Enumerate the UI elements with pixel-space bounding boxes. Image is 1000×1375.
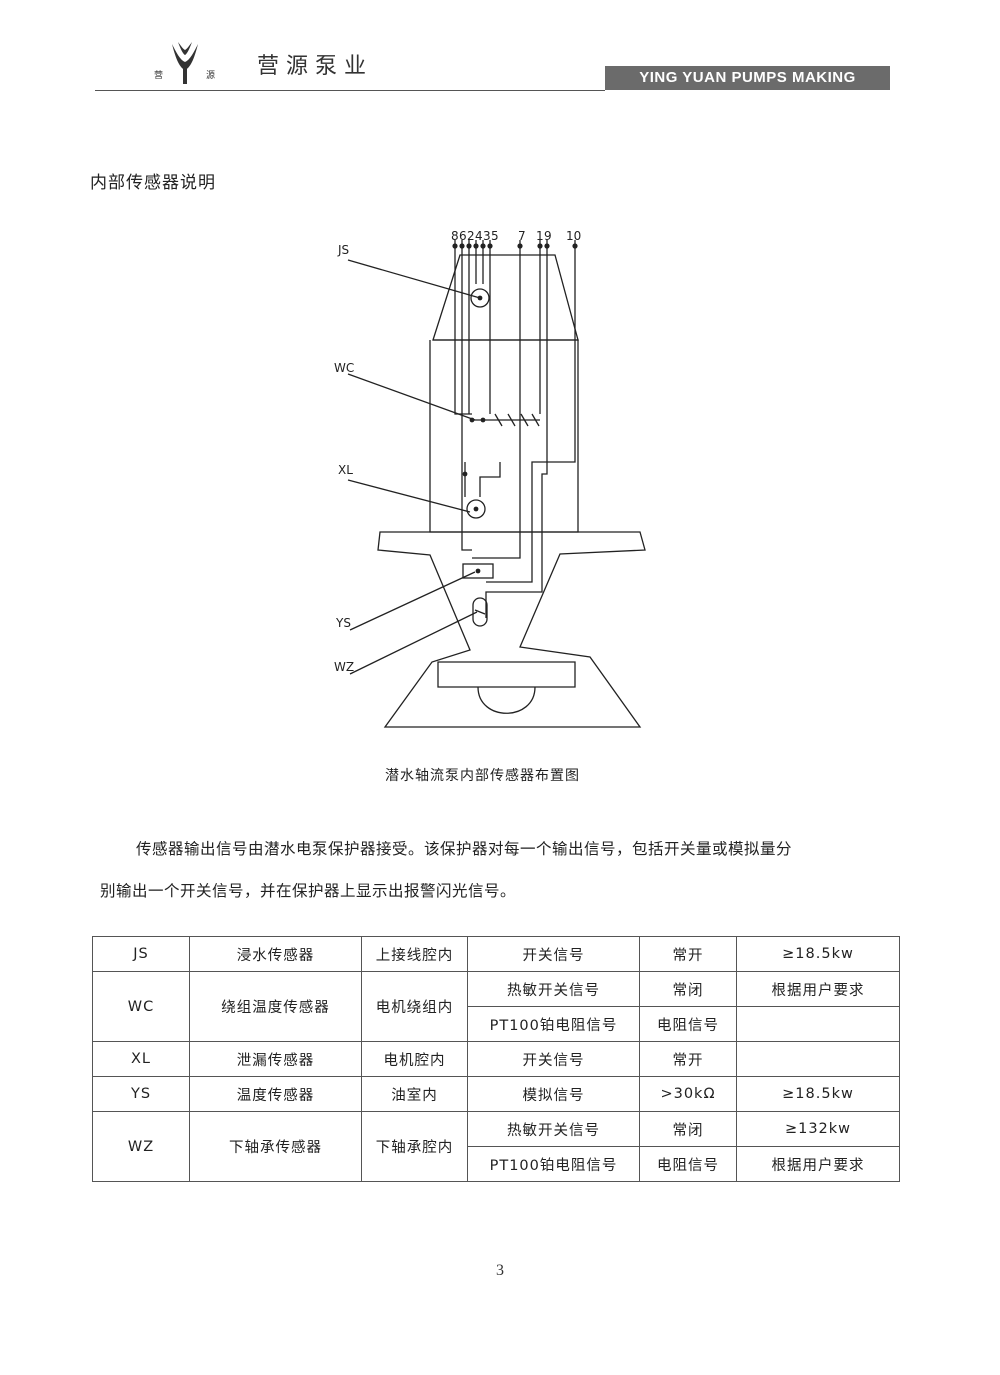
sensor-location: 电机腔内	[361, 1041, 468, 1077]
sensor-location: 油室内	[361, 1076, 468, 1112]
pin-label: 6	[459, 229, 467, 243]
sensor-location: 电机绕组内	[361, 971, 468, 1042]
table-row: XL 泄漏传感器 电机腔内 开关信号 常开	[92, 1041, 900, 1077]
sensor-name: 下轴承传感器	[189, 1111, 362, 1182]
description-line-2: 别输出一个开关信号，并在保护器上显示出报警闪光信号。	[100, 882, 517, 900]
signal-state: 常开	[639, 936, 737, 972]
table-row: WZ 下轴承传感器 下轴承腔内 热敏开关信号 常闭 ≥132kw	[92, 1111, 900, 1182]
brand-name-cn: 营源泵业	[257, 54, 374, 79]
table-row: WC 绕组温度传感器 电机绕组内 热敏开关信号 常闭 根据用户要求	[92, 971, 900, 1042]
signal-state: 常开	[639, 1041, 737, 1077]
pin-label: 7	[518, 229, 526, 243]
power-range	[736, 1006, 900, 1042]
power-range: 根据用户要求	[736, 1146, 900, 1182]
company-logo: 营 源	[150, 38, 220, 86]
sensor-label-xl: XL	[338, 463, 353, 477]
pin-label: 2	[467, 229, 475, 243]
signal-type: PT100铂电阻信号	[467, 1146, 640, 1182]
sensor-code: JS	[92, 936, 190, 972]
pump-sensor-diagram: 8 6 2 4 3 5 7 1 9 10 JS WC XL YS WZ	[334, 229, 646, 728]
sensor-label-wc: WC	[334, 361, 354, 375]
power-range: ≥132kw	[736, 1111, 900, 1147]
signal-state: >30kΩ	[639, 1076, 737, 1112]
signal-type: 开关信号	[467, 936, 640, 972]
hub-outline	[477, 686, 536, 714]
section-title: 内部传感器说明	[90, 173, 216, 193]
brand-name-en: YING YUAN PUMPS MAKING	[605, 66, 890, 90]
signal-type: 模拟信号	[467, 1076, 640, 1112]
table-row: YS 温度传感器 油室内 模拟信号 >30kΩ ≥18.5kw	[92, 1076, 900, 1112]
sensor-name: 浸水传感器	[189, 936, 362, 972]
impeller-outline	[437, 661, 576, 688]
sensor-table: JS 浸水传感器 上接线腔内 开关信号 常开 ≥18.5kw WC 绕组温度传感…	[92, 936, 900, 1182]
power-range: ≥18.5kw	[736, 936, 900, 972]
power-range	[736, 1041, 900, 1077]
power-range: 根据用户要求	[736, 971, 900, 1007]
signal-state: 常闭	[639, 1111, 737, 1147]
pump-housing-outline	[377, 531, 646, 728]
signal-type: PT100铂电阻信号	[467, 1006, 640, 1042]
page-number: 3	[496, 1262, 504, 1279]
sensor-code: WZ	[92, 1111, 190, 1182]
motor-body-outline	[429, 339, 579, 533]
sensor-label-wz: WZ	[334, 660, 354, 674]
signal-type: 热敏开关信号	[467, 971, 640, 1007]
description-line-1: 传感器输出信号由潜水电泵保护器接受。该保护器对每一个输出信号，包括开关量或模拟量…	[136, 840, 793, 858]
sensor-name: 温度传感器	[189, 1076, 362, 1112]
power-range: ≥18.5kw	[736, 1076, 900, 1112]
signal-state: 电阻信号	[639, 1006, 737, 1042]
logo-right-char: 源	[206, 70, 215, 81]
signal-state: 常闭	[639, 971, 737, 1007]
sensor-name: 泄漏传感器	[189, 1041, 362, 1077]
sensor-code: YS	[92, 1076, 190, 1112]
header-divider	[95, 90, 605, 91]
sensor-label-js: JS	[337, 243, 349, 257]
sensor-code: XL	[92, 1041, 190, 1077]
table-row: PT100铂电阻信号 电阻信号	[93, 1006, 900, 1042]
pin-label: 4	[475, 229, 483, 243]
logo-left-char: 营	[154, 69, 163, 81]
table-row: PT100铂电阻信号 电阻信号 根据用户要求	[93, 1146, 900, 1182]
diagram-caption: 潜水轴流泵内部传感器布置图	[385, 768, 580, 784]
pin-label: 3	[483, 229, 491, 243]
signal-state: 电阻信号	[639, 1146, 737, 1182]
pin-label: 10	[566, 229, 581, 243]
sensor-location: 上接线腔内	[361, 936, 468, 972]
sensor-name: 绕组温度传感器	[189, 971, 362, 1042]
table-row: JS 浸水传感器 上接线腔内 开关信号 常开 ≥18.5kw	[92, 936, 900, 972]
pin-label: 1	[536, 229, 544, 243]
pin-label: 9	[544, 229, 552, 243]
signal-type: 热敏开关信号	[467, 1111, 640, 1147]
pin-label: 8	[451, 229, 459, 243]
sensor-label-ys: YS	[335, 616, 351, 630]
sensor-location: 下轴承腔内	[361, 1111, 468, 1182]
pin-label: 5	[491, 229, 499, 243]
signal-type: 开关信号	[467, 1041, 640, 1077]
sensor-code: WC	[92, 971, 190, 1042]
